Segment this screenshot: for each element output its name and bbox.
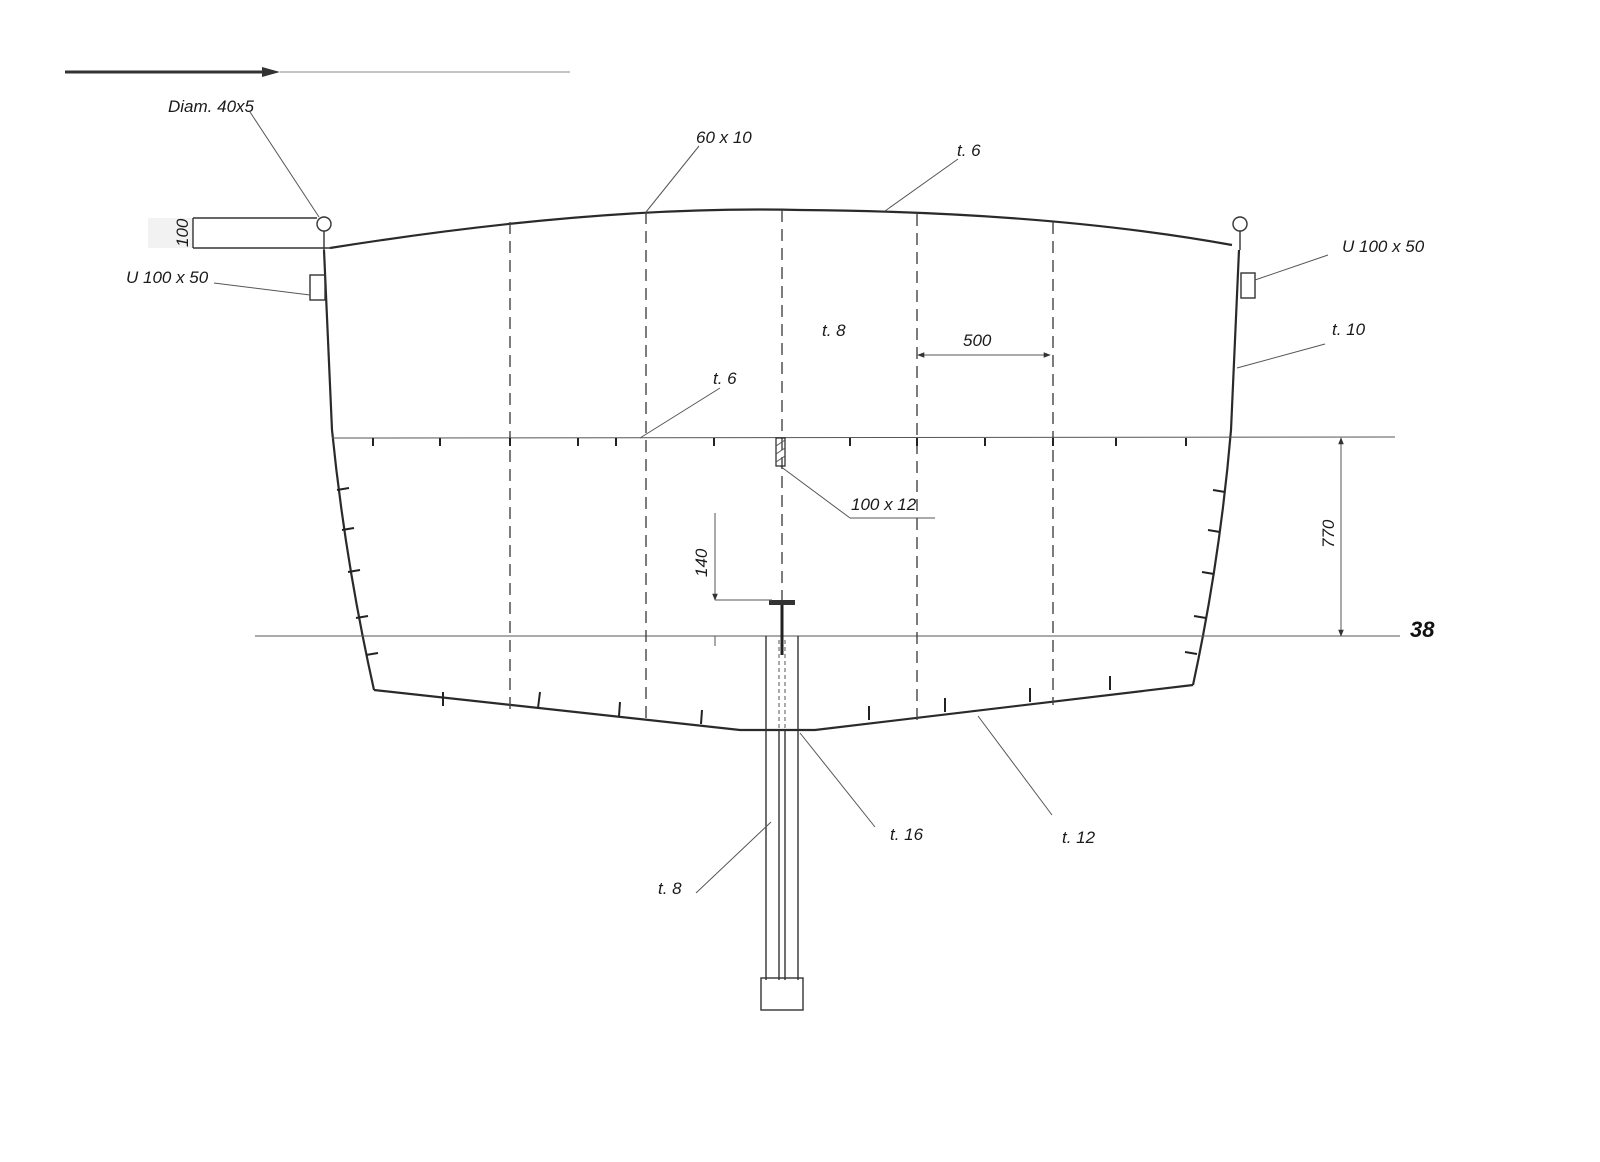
deck-plate-label: t. 6 xyxy=(957,141,981,160)
channel-right xyxy=(1240,272,1256,299)
keel-structure xyxy=(760,600,804,1011)
center-stiffener xyxy=(775,437,786,467)
rail-left xyxy=(148,216,332,252)
inner-deck-label: t. 6 xyxy=(713,369,737,388)
diam-label: Diam. 40x5 xyxy=(168,97,255,116)
frame-number: 38 xyxy=(1410,617,1435,642)
channel-right-label: U 100 x 50 xyxy=(1342,237,1425,256)
keel-offset-label: 140 xyxy=(692,548,711,577)
deck-bar-label: 60 x 10 xyxy=(696,128,752,147)
leader-lines xyxy=(213,111,1329,894)
deck-ticks xyxy=(372,438,1187,446)
fin-plate-label: t. 8 xyxy=(658,879,682,898)
dimension-140: 140 xyxy=(692,513,772,646)
stiffener-label: 100 x 12 xyxy=(851,495,917,514)
inner-deck-line xyxy=(331,436,1396,439)
side-plate-label: t. 10 xyxy=(1332,320,1366,339)
keel-plate-label: t. 16 xyxy=(890,825,924,844)
rail-height-label: 100 xyxy=(173,218,192,247)
dimension-770: 770 xyxy=(1319,437,1344,637)
side-frame-ticks xyxy=(336,487,1226,656)
direction-arrow xyxy=(65,67,570,77)
spacing-label: 500 xyxy=(963,331,992,350)
bulkhead-thickness-label: t. 8 xyxy=(822,321,846,340)
bottom-plate-label: t. 12 xyxy=(1062,828,1096,847)
rail-right xyxy=(1232,216,1248,250)
channel-left-label: U 100 x 50 xyxy=(126,268,209,287)
bulkhead-lines xyxy=(509,210,1054,720)
bottom-frame-ticks xyxy=(442,676,1111,725)
channel-left xyxy=(309,274,326,301)
height-label: 770 xyxy=(1319,519,1338,548)
dimension-500: 500 xyxy=(917,331,1051,358)
